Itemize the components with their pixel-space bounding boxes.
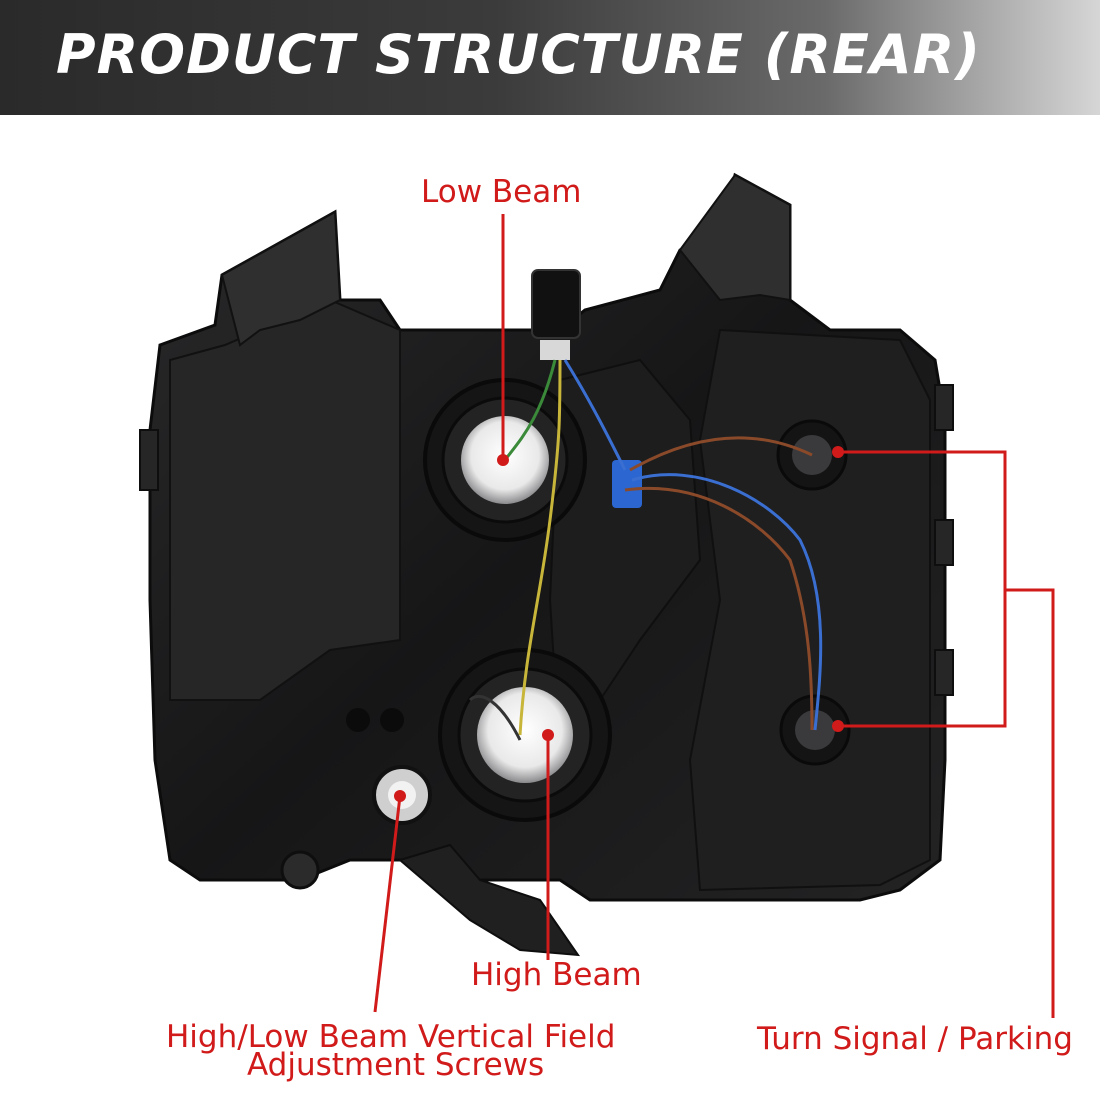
turn-signal-dot-lower: [832, 720, 844, 732]
high-beam-label: High Beam: [471, 957, 642, 993]
wire-connector: [531, 269, 642, 508]
turn-signal-dot-upper: [832, 446, 844, 458]
adjust-screws-label-line2: Adjustment Screws: [247, 1047, 545, 1083]
title-banner: PRODUCT STRUCTURE (REAR): [0, 0, 1100, 115]
callout-leaders: [373, 214, 1055, 1018]
low-beam-dot: [497, 454, 509, 466]
high-beam-dot: [542, 729, 554, 741]
turn-signal-parking-label: Turn Signal / Parking: [757, 1021, 1073, 1057]
adjust-screw-dot: [394, 790, 406, 802]
banner-title: PRODUCT STRUCTURE (REAR): [56, 23, 981, 86]
low-beam-label: Low Beam: [421, 174, 582, 210]
callout-dots: [394, 446, 844, 802]
adjust-screws-label-line1: High/Low Beam Vertical Field: [166, 1019, 616, 1055]
wiring-harness: [468, 359, 823, 741]
